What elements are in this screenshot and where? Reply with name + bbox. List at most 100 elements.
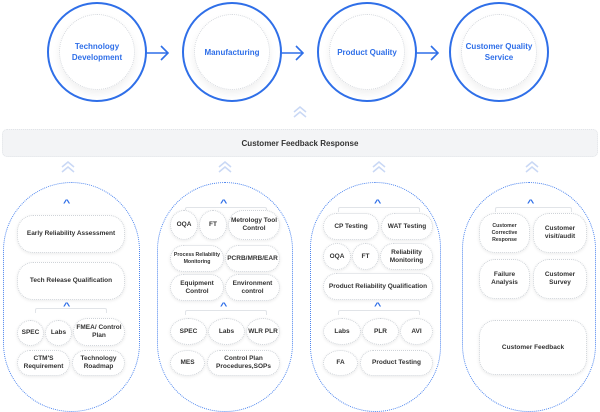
group-bracket [185,310,267,315]
item-label: Customer visit/audit [544,225,576,240]
group-bracket [35,308,107,313]
item-label: CTM'S Requirement [23,355,64,370]
chevron-up-icon: ^ [373,198,382,208]
stage-inner: Technology Development [59,14,135,90]
item-customer-survey: Customer Survey [533,259,587,299]
item-label: PCRB/MRB/EAR [227,254,278,262]
stage-inner: Customer Quality Service [461,14,537,90]
stage-circle-3: Customer Quality Service [449,2,549,102]
item-label: Failure Analysis [491,271,518,286]
item-wlr-plr: WLR PLR [246,318,280,345]
item-cp-testing: CP Testing [323,213,379,240]
item-technology-roadmap: Technology Roadmap [72,350,125,376]
stage-circle-2: Product Quality [317,2,417,102]
item-label: Customer Survey [544,271,576,286]
group-bracket [338,207,420,212]
item-label: OQA [176,221,192,228]
item-labs: Labs [45,320,72,346]
item-label: Customer Corrective Response [491,222,518,243]
item-product-reliability-qualification: Product Reliability Qualification [323,273,433,300]
item-label: Environment control [232,279,273,295]
item-customer-corrective-response: Customer Corrective Response [479,213,530,253]
group-bracket [495,207,572,212]
item-label: Labs [334,327,350,335]
chevron-up-icon: ^ [373,301,382,311]
double-chevron-up-icon [372,161,386,173]
stage-circle-0: Technology Development [47,2,147,102]
item-spec: SPEC [170,318,207,345]
stage-inner: Product Quality [329,14,405,90]
item-label: Process Reliability Monitoring [173,251,221,265]
double-chevron-up-icon [293,106,307,118]
item-label: SPEC [21,329,40,336]
item-label: Customer Feedback [501,343,565,351]
item-customer-visit-audit: Customer visit/audit [533,213,587,253]
item-label: OQA [329,252,345,260]
chevron-up-icon: ^ [62,301,71,311]
group-bracket [338,310,420,315]
item-label: Technology Roadmap [80,355,117,370]
arrow-right-icon [415,45,440,61]
double-chevron-up-icon [218,161,232,173]
item-metrology-tool-control: Metrology Tool Control [228,210,280,240]
item-label: Labs [50,329,67,336]
item-ft: FT [352,243,379,270]
item-label: FMEA/ Control Plan [76,324,122,339]
item-product-testing: Product Testing [360,350,433,376]
stage-label: Manufacturing [204,47,260,57]
item-tech-release-qualification: Tech Release Qualification [17,262,125,300]
item-customer-feedback: Customer Feedback [479,320,587,375]
item-mes: MES [170,350,205,376]
item-label: MES [180,359,195,366]
item-ft: FT [199,210,227,240]
item-wat-testing: WAT Testing [381,213,433,240]
item-label: FT [361,252,370,260]
item-spec: SPEC [17,320,44,346]
chevron-up-icon: ^ [62,198,71,208]
item-fmea-control-plan: FMEA/ Control Plan [73,318,125,346]
chevron-up-icon: ^ [219,301,228,311]
item-equipment-control: Equipment Control [170,274,224,301]
item-label: AVI [411,327,422,335]
item-label: Early Reliability Assessment [26,230,116,237]
item-fa: FA [323,350,358,376]
item-early-reliability-assessment: Early Reliability Assessment [17,215,125,253]
item-labs: Labs [323,318,361,345]
stage-circle-1: Manufacturing [182,2,282,102]
item-label: Equipment Control [180,279,214,295]
item-label: Metrology Tool Control [230,217,278,232]
chevron-up-icon: ^ [526,198,535,208]
group-bracket [185,207,267,212]
chevron-up-icon: ^ [219,198,228,208]
item-label: Tech Release Qualification [29,277,113,284]
item-plr: PLR [362,318,399,345]
item-label: Reliability Monitoring [389,248,424,264]
item-pcrb-mrb-ear: PCRB/MRB/EAR [225,245,280,272]
item-ctm-s-requirement: CTM'S Requirement [17,350,70,376]
item-reliability-monitoring: Reliability Monitoring [380,243,433,270]
customer-feedback-response-bar: Customer Feedback Response [2,129,598,157]
item-label: Labs [218,327,235,335]
arrow-right-icon [145,45,170,61]
item-label: CP Testing [334,222,368,230]
stage-label: Customer Quality Service [465,42,533,62]
item-control-plan-procedures-sops: Control Plan Procedures,SOPs [207,350,280,376]
item-label: Product Testing [372,359,421,366]
item-label: PLR [374,327,387,335]
item-label: FA [336,359,345,366]
item-labs: Labs [208,318,245,345]
stage-label: Technology Development [71,42,123,62]
feedback-bar-label: Customer Feedback Response [241,138,359,148]
item-label: WAT Testing [387,222,427,230]
item-failure-analysis: Failure Analysis [479,259,530,299]
double-chevron-up-icon [525,161,539,173]
item-label: SPEC [179,327,198,335]
item-oqa: OQA [170,210,198,240]
item-process-reliability-monitoring: Process Reliability Monitoring [170,245,224,272]
item-label: WLR PLR [248,327,278,335]
item-label: Control Plan Procedures,SOPs [216,355,271,370]
stage-label: Product Quality [337,47,397,57]
item-environment-control: Environment control [225,274,280,301]
item-label: Product Reliability Qualification [328,282,428,290]
arrow-right-icon [280,45,305,61]
